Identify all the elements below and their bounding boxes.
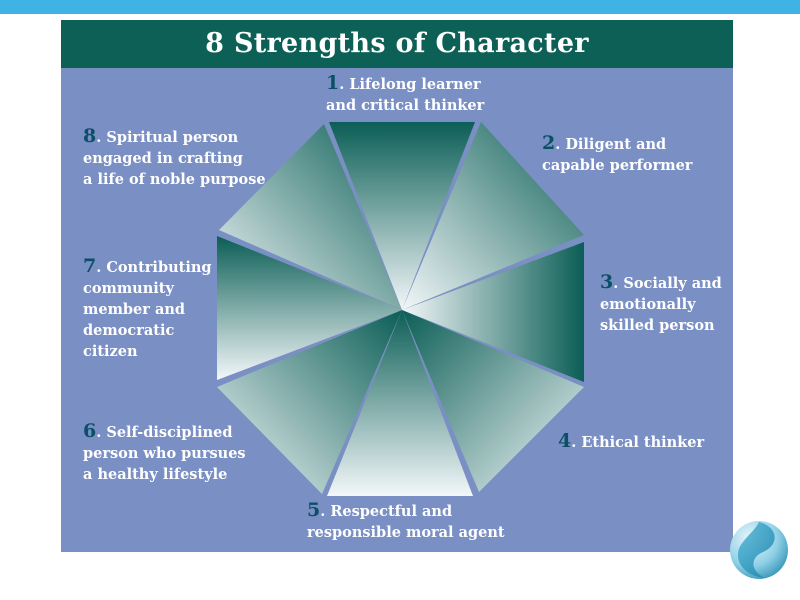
title-banner — [61, 20, 733, 68]
strength-number-2: 2 — [542, 132, 556, 154]
strength-text-3: Socially and emotionally skilled person — [600, 275, 722, 334]
strength-text-8: Spiritual person engaged in crafting a l… — [83, 129, 266, 188]
strength-label-4: 4. Ethical thinker — [558, 430, 705, 452]
strength-label-7: 7. Contributing community member and dem… — [83, 255, 212, 361]
strength-number-5: 5 — [307, 499, 321, 521]
strength-label-3: 3. Socially and emotionally skilled pers… — [600, 271, 722, 335]
strength-text-2: Diligent and capable performer — [542, 136, 693, 174]
strength-number-1: 1 — [326, 72, 340, 94]
wedge-3 — [402, 242, 584, 382]
strength-text-5: Respectful and responsible moral agent — [307, 503, 505, 541]
strength-label-1: 1. Lifelong learner and critical thinker — [326, 72, 485, 115]
diagram-panel: 8 Strengths of Character 1. Lifelong lea… — [61, 20, 733, 552]
wedge-1 — [329, 122, 475, 310]
wedge-6 — [217, 310, 402, 494]
strength-text-6: Self-disciplined person who pursues a he… — [83, 424, 246, 483]
strength-label-6: 6. Self-disciplined person who pursues a… — [83, 420, 246, 484]
wedge-2 — [402, 122, 584, 310]
strength-label-2: 2. Diligent and capable performer — [542, 132, 693, 175]
wedge-7 — [217, 236, 402, 380]
strength-number-8: 8 — [83, 125, 97, 147]
strength-text-4: Ethical thinker — [581, 434, 705, 451]
strength-number-4: 4 — [558, 430, 572, 452]
top-accent-bar — [0, 0, 800, 14]
wedge-4 — [402, 310, 584, 492]
strength-number-7: 7 — [83, 255, 97, 277]
strength-text-1: Lifelong learner and critical thinker — [326, 76, 485, 114]
wedge-5 — [327, 310, 473, 496]
strength-number-3: 3 — [600, 271, 614, 293]
strength-label-8: 8. Spiritual person engaged in crafting … — [83, 125, 266, 189]
strength-label-5: 5. Respectful and responsible moral agen… — [307, 499, 505, 542]
strength-text-7: Contributing community member and democr… — [83, 259, 212, 360]
octagon-diagram — [217, 122, 584, 496]
swirl-logo-icon — [730, 521, 788, 579]
wedge-8 — [219, 124, 402, 310]
diagram-title: 8 Strengths of Character — [205, 28, 589, 59]
strength-number-6: 6 — [83, 420, 97, 442]
